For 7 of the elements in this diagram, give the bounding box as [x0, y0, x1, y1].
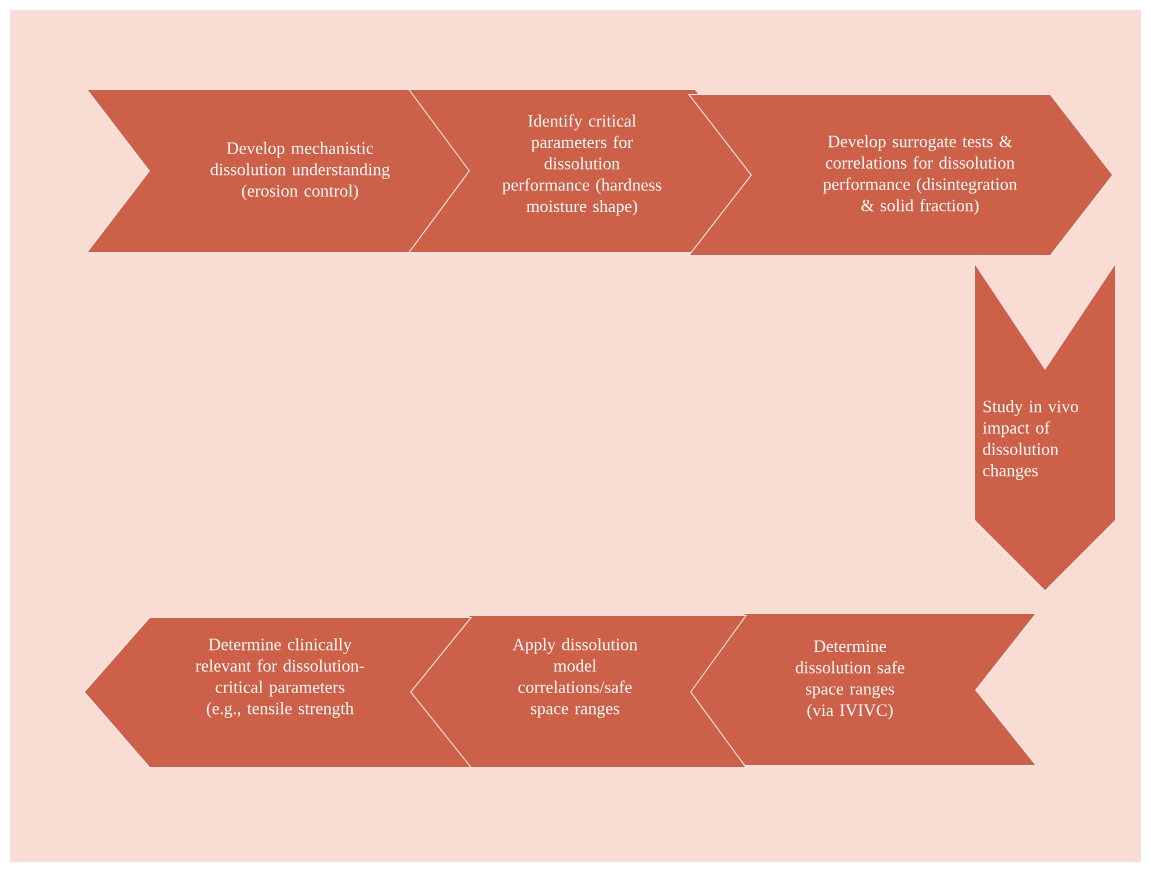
process-step: Develop surrogate tests & correlations for dissolution performance (disintegration & solid fraction): [687, 93, 1114, 257]
process-step: Develop mechanistic dissolution understanding (erosion control): [85, 88, 477, 254]
process-step: Study in vivo impact of dissolution changes: [973, 261, 1117, 592]
process-step: Determine dissolution safe space ranges (via IVIVC): [683, 612, 1038, 767]
process-step: Identify critical parameters for dissolution performance (hardness moisture shape): [407, 88, 757, 254]
process-step: Apply dissolution model correlations/safe space ranges: [408, 614, 748, 769]
process-step: Determine clinically relevant for dissolution-critical parameters (e.g., tensile strength: [83, 616, 473, 769]
